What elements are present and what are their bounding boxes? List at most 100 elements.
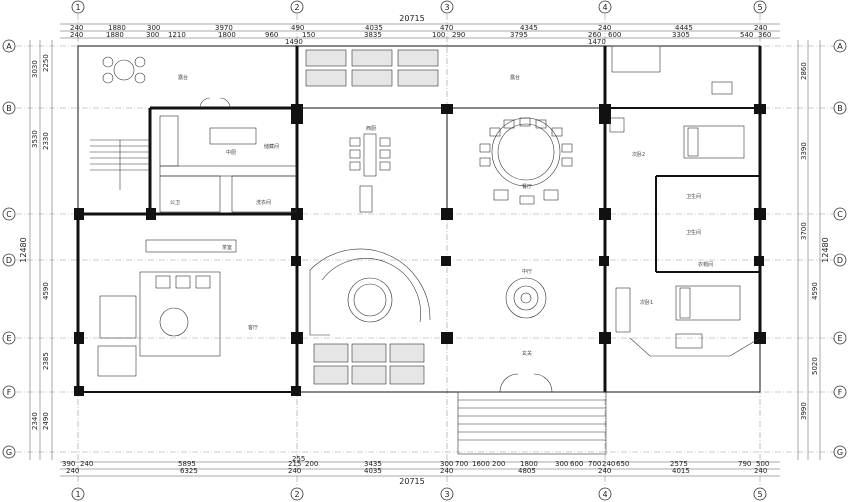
dim-bot2-6: 4805 [518,467,536,475]
room-label-bathroom1: 卫生间 [686,193,701,200]
row-label-F-right: F [838,388,843,397]
room-label-kitchen: 中厨 [226,149,236,156]
walls [76,45,762,393]
dim-top2-5: 1800 [218,31,236,39]
row-label-C-right: C [837,210,843,219]
dim-left-7: 2340 [31,412,39,430]
row-label-B-left: B [6,104,12,113]
dining-furniture [479,117,573,205]
col-label-3-top: 3 [444,3,449,12]
dim-top-11: 240 [754,24,767,32]
dim-bot-16: 240 [602,460,615,468]
dim-top2-12: 260 [588,31,601,39]
dim-bottom-total: 20715 [399,477,424,486]
entry-furniture [457,373,607,455]
dim-top2-small-2: 1470 [588,38,606,46]
skylight-top [305,49,439,87]
dim-right-2: 3390 [800,142,808,160]
col-label-2-bottom: 2 [294,490,299,499]
dim-top-3: 300 [147,24,160,32]
dim-top2-6: 960 [265,31,278,39]
room-label-bathroom2: 卫生间 [686,229,701,236]
kitchen-furniture [159,97,297,213]
dim-bot-11: 200 [492,460,505,468]
dim-left-1: 3030 [31,60,39,78]
room-label-living: 客厅 [248,324,258,331]
dim-bot-18: 2575 [670,460,688,468]
room-label-bath-small: 公卫 [170,200,180,206]
dim-top2-8: 3835 [364,31,382,39]
row-label-B-right: B [837,104,843,113]
dim-bot-5: 215 [288,460,301,468]
dim-bot-3: 5895 [178,460,196,468]
dim-top2-7: 150 [302,31,315,39]
dim-bot-15: 700 [588,460,601,468]
room-label-storage: 储藏间 [264,143,279,150]
dim-bot-19: 790 [738,460,751,468]
dim-top-5: 490 [291,24,304,32]
row-label-E-left: E [6,334,11,343]
row-label-G-left: G [6,448,12,457]
dim-left-6: 2385 [42,352,50,370]
dim-bot-6: 200 [305,460,318,468]
column-bubbles-bottom: 1 2 3 4 5 [71,487,767,501]
col-label-1-top: 1 [75,3,80,12]
row-label-C-left: C [6,210,12,219]
dim-bot-8: 300 [440,460,453,468]
room-label-dining-west: 西厨 [366,126,376,132]
dim-bot-2: 240 [80,460,93,468]
dim-right-4: 4590 [811,282,819,300]
room-label-laundry: 洗衣间 [256,199,271,206]
dim-right-6: 3990 [800,402,808,420]
dim-top-2: 1880 [108,24,126,32]
dim-top-4: 3970 [215,24,233,32]
dim-top2-15: 540 [740,31,753,39]
dim-right-3: 3700 [800,222,808,240]
dim-top-8: 4345 [520,24,538,32]
dim-top2-9: 100 [432,31,445,39]
bedroom1-furniture [609,45,745,159]
room-label-terrace-right: 露台 [510,74,520,81]
col-label-1-bottom: 1 [75,490,80,499]
dim-top-10: 4445 [675,24,693,32]
bedroom2-furniture [615,285,761,357]
dim-bot2-8: 4015 [672,467,690,475]
dim-top-6: 4035 [365,24,383,32]
skylight-bottom [313,343,425,385]
room-label-hall: 中厅 [522,268,532,275]
row-label-E-right: E [837,334,842,343]
room-label-family: 茶室 [222,244,232,251]
dim-right-5: 5020 [811,357,819,375]
spiral-staircase [309,248,431,336]
col-label-4-bottom: 4 [602,490,607,499]
col-label-5-bottom: 5 [757,490,762,499]
dim-bot2-3: 240 [288,467,301,475]
dim-right-total: 12480 [821,237,830,262]
dim-left-total: 12480 [19,237,28,262]
dim-bot-4: 255 [292,455,305,463]
terrace-left-furniture [90,56,150,190]
dim-top2-14: 3305 [672,31,690,39]
row-bubbles-left: A B C D E F G [2,39,16,459]
dim-top-7: 470 [440,24,453,32]
dim-left-2: 2250 [42,54,50,72]
dim-bot-9: 700 [455,460,468,468]
dim-top2-11: 3795 [510,31,528,39]
dim-bot2-4: 4035 [364,467,382,475]
dim-bot2-1: 240 [66,467,79,475]
hall-furniture [505,277,547,319]
column-bubbles-top: 1 2 3 4 5 [71,0,767,14]
living-room-furniture [97,239,237,377]
col-label-2-top: 2 [294,3,299,12]
row-label-D-left: D [6,256,12,265]
dim-bot-10: 1600 [472,460,490,468]
dim-top2-2: 1880 [106,31,124,39]
dim-bot-14: 600 [570,460,583,468]
dimension-texts: 20715 240 1880 300 3970 490 4035 470 434… [19,14,830,486]
dim-top2-small-1: 1490 [285,38,303,46]
row-label-F-left: F [7,388,12,397]
dim-left-4: 2330 [42,132,50,150]
row-label-A-left: A [6,42,12,51]
dim-bot-12: 1800 [520,460,538,468]
structural-columns [74,104,766,396]
